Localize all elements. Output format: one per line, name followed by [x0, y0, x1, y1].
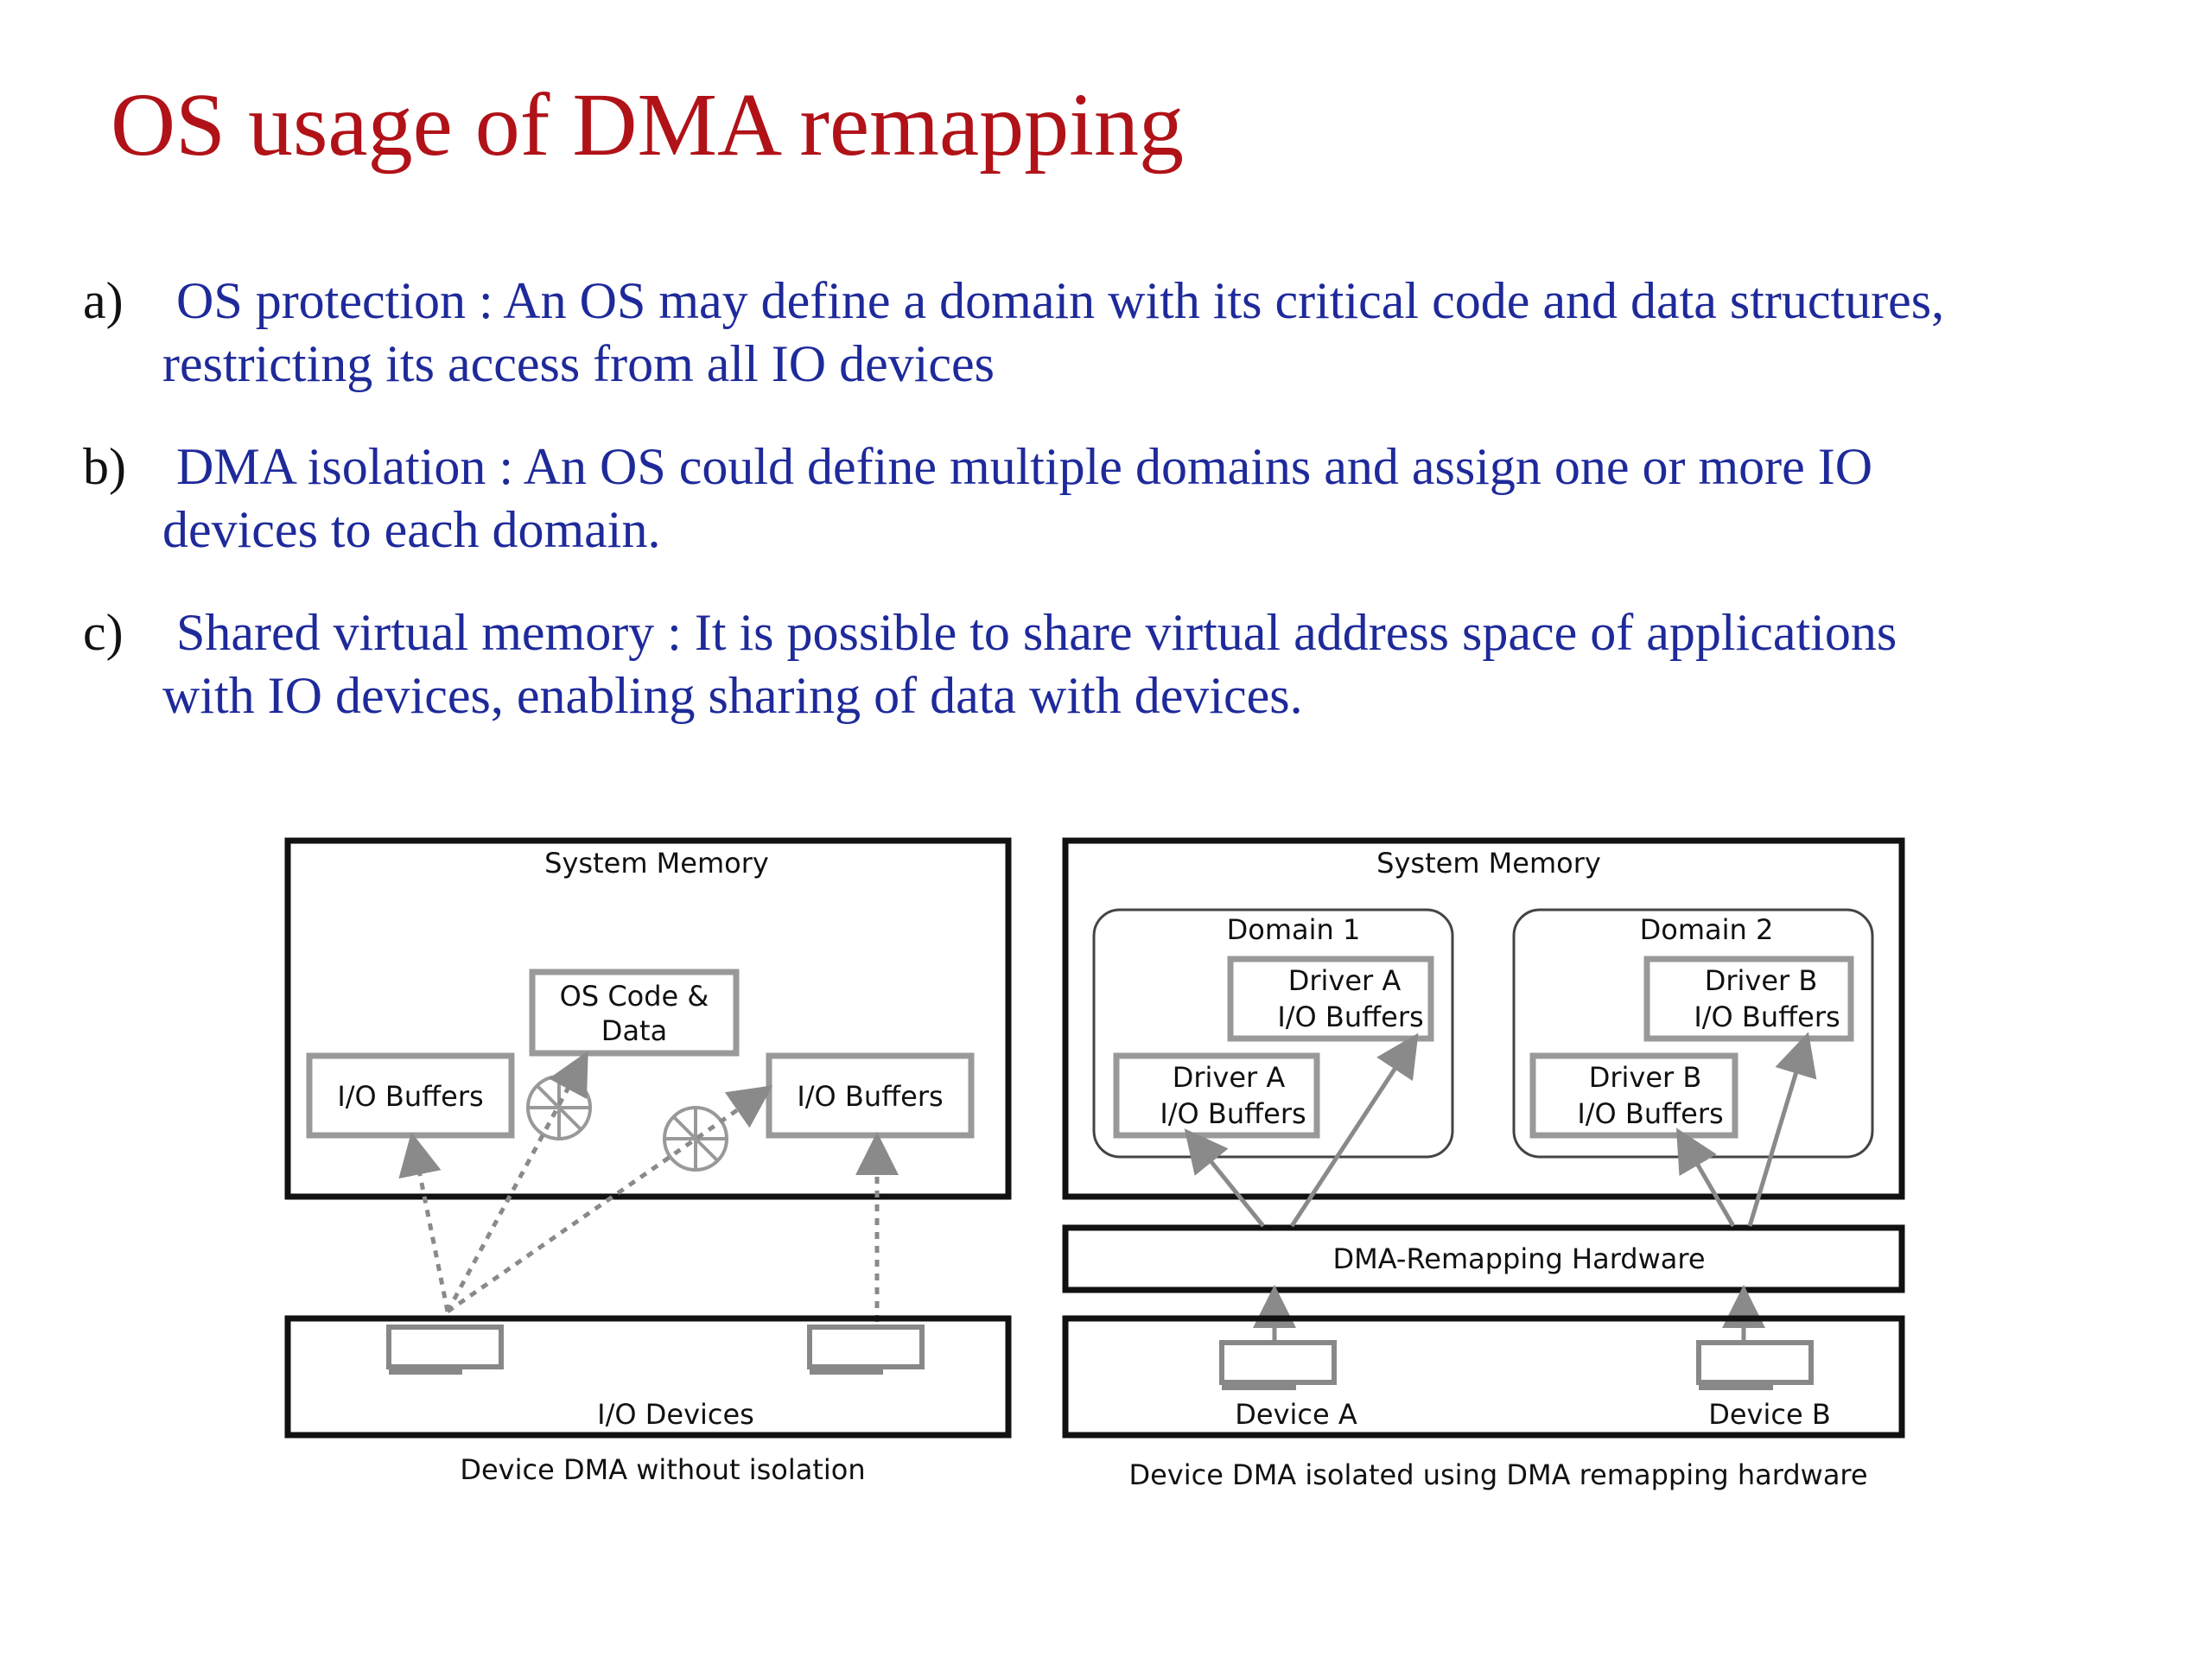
dma-arrow — [445, 1051, 588, 1313]
system-memory-box — [1062, 837, 1905, 1200]
bullet-text-line1: DMA isolation : An OS could define multi… — [176, 438, 1873, 495]
system-memory-box — [284, 837, 1012, 1200]
blocked-icon — [526, 1075, 592, 1140]
device-icon — [386, 1324, 504, 1375]
domain-1-label: Domain 1 — [1227, 913, 1361, 946]
remap-arrow — [1289, 1032, 1419, 1228]
bullet-text-line2: restricting its access from all IO devic… — [162, 335, 995, 392]
bullet-item-a: a) OS protection : An OS may define a do… — [83, 270, 2139, 396]
slide-title: OS usage of DMA remapping — [111, 75, 1185, 175]
dma-arrow — [398, 1132, 450, 1312]
device-b-icon — [1696, 1340, 1814, 1390]
driver-a-buffers-upper — [1227, 956, 1434, 1042]
left-diagram: System Memory OS Code & Data I/O Buffers… — [284, 837, 1012, 1486]
bullet-text-line2: with IO devices, enabling sharing of dat… — [162, 667, 1303, 724]
io-buffers-label: I/O Buffers — [1160, 1097, 1306, 1130]
driver-b-buffers-upper — [1643, 956, 1854, 1042]
io-buffers-label: I/O Buffers — [1277, 1001, 1423, 1033]
driver-b-label: Driver B — [1589, 1061, 1702, 1094]
device-a-icon — [1219, 1340, 1337, 1390]
driver-a-label: Driver A — [1173, 1061, 1286, 1094]
remap-arrow — [1184, 1128, 1265, 1228]
dma-remapping-hardware-box — [1062, 1224, 1905, 1293]
bullet-item-c: c) Shared virtual memory : It is possibl… — [83, 601, 2139, 727]
os-code-label-line1: OS Code & — [560, 980, 709, 1013]
right-diagram: System Memory Domain 1 Driver A I/O Buff… — [1062, 837, 1905, 1491]
io-buffers-label: I/O Buffers — [1694, 1001, 1840, 1033]
remap-arrow — [1675, 1128, 1736, 1228]
bullet-text-line1: Shared virtual memory : It is possible t… — [176, 604, 1897, 661]
bullet-list: a) OS protection : An OS may define a do… — [83, 270, 2139, 767]
domain-2-label: Domain 2 — [1640, 913, 1774, 946]
devices-box — [1062, 1315, 1905, 1439]
driver-a-label: Driver A — [1288, 964, 1402, 997]
bullet-item-b: b) DMA isolation : An OS could define mu… — [83, 435, 2139, 562]
os-code-label-line2: Data — [601, 1014, 667, 1047]
blocked-icon — [663, 1106, 728, 1172]
device-icon — [807, 1324, 925, 1375]
driver-b-buffers-lower — [1529, 1052, 1738, 1139]
driver-b-label: Driver B — [1705, 964, 1818, 997]
io-devices-box — [284, 1315, 1012, 1439]
left-diagram-caption: Device DMA without isolation — [460, 1453, 865, 1486]
io-devices-label: I/O Devices — [597, 1398, 754, 1431]
bullet-marker: a) — [83, 272, 124, 329]
bullet-text-line2: devices to each domain. — [162, 501, 661, 558]
system-memory-label: System Memory — [1376, 847, 1601, 880]
device-a-label: Device A — [1235, 1398, 1357, 1431]
device-b-label: Device B — [1708, 1398, 1831, 1431]
io-buffers-left-label: I/O Buffers — [337, 1080, 483, 1113]
os-code-box — [529, 969, 740, 1057]
dma-arrow — [446, 1085, 773, 1314]
right-diagram-caption: Device DMA isolated using DMA remapping … — [1128, 1458, 1867, 1491]
dma-remapping-hardware-label: DMA-Remapping Hardware — [1332, 1242, 1705, 1275]
io-buffers-label: I/O Buffers — [1577, 1097, 1723, 1130]
domain-1-box — [1092, 908, 1454, 1159]
io-buffers-right-label: I/O Buffers — [797, 1080, 943, 1113]
bullet-marker: b) — [83, 438, 126, 495]
bullet-marker: c) — [83, 604, 124, 661]
bullet-text-line1: OS protection : An OS may define a domai… — [176, 272, 1945, 329]
system-memory-label: System Memory — [544, 847, 769, 880]
remap-arrow — [1747, 1032, 1817, 1227]
